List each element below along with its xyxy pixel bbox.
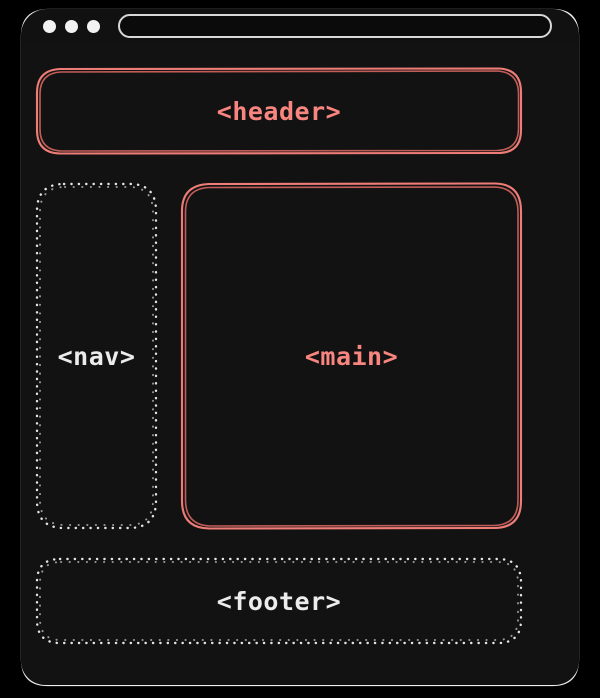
main-label: <main>	[304, 341, 399, 371]
minimize-dot-icon[interactable]	[65, 20, 78, 33]
nav-label: <nav>	[57, 341, 136, 371]
maximize-dot-icon[interactable]	[87, 20, 100, 33]
traffic-light-buttons	[43, 20, 100, 33]
address-bar-input[interactable]	[120, 16, 550, 36]
region-header[interactable]: <header>	[34, 66, 524, 156]
header-label: <header>	[216, 96, 342, 126]
region-main[interactable]: <main>	[179, 181, 524, 531]
region-footer[interactable]: <footer>	[34, 556, 524, 646]
close-dot-icon[interactable]	[43, 20, 56, 33]
browser-titlebar	[21, 9, 579, 43]
address-bar[interactable]	[118, 14, 552, 38]
footer-label: <footer>	[216, 586, 342, 616]
region-nav[interactable]: <nav>	[34, 181, 159, 531]
